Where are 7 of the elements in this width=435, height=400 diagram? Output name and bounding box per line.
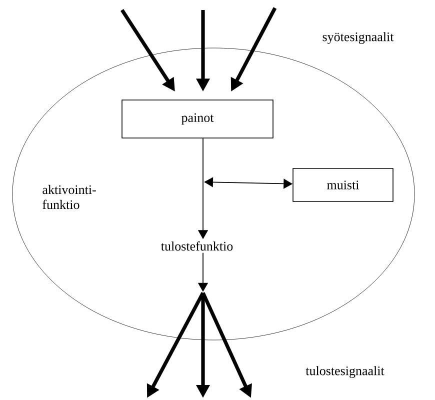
signal-label: aktivointi-funktio: [42, 184, 96, 210]
ellipse-outline: [12, 48, 415, 340]
process-box: painot: [122, 100, 274, 138]
signal-label: tulostesignaalit: [306, 366, 384, 378]
function-label: tulostefunktio: [161, 241, 233, 251]
signal-label: syötesignaalit: [322, 32, 394, 44]
process-box: muisti: [292, 168, 394, 202]
